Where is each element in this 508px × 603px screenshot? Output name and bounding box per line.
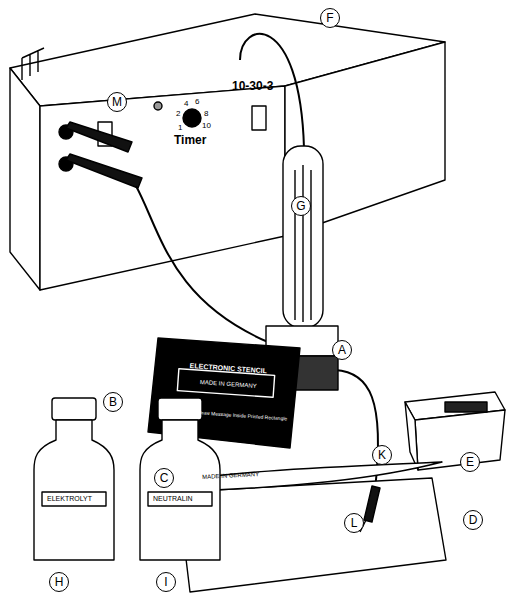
callout-circle: D: [463, 510, 483, 530]
cable: [136, 186, 268, 342]
box-front: [40, 86, 285, 290]
callout-circle: K: [372, 445, 392, 465]
probe-clip: [364, 486, 380, 522]
dial-number: 10: [202, 122, 211, 131]
dial-number: 8: [204, 110, 208, 119]
model-number: 10-30-3: [232, 80, 273, 93]
callout-circle: I: [156, 572, 176, 592]
callout-letter: L: [351, 517, 358, 529]
bottle-label: [148, 492, 212, 506]
box-left: [10, 68, 40, 290]
dial-number: 6: [195, 98, 199, 107]
handle-ribs: [295, 165, 311, 322]
bottle-cap: [52, 398, 96, 420]
dial-number: 4: [184, 100, 188, 109]
bottle: [140, 420, 220, 560]
callout-circle: G: [291, 196, 311, 216]
callout-letter: M: [112, 96, 122, 108]
dial-number: 1: [178, 124, 182, 133]
plug: [66, 154, 142, 188]
callout-letter: E: [466, 456, 474, 468]
switch: [252, 106, 266, 130]
callout-circle: A: [332, 340, 352, 360]
callout-letter: K: [378, 449, 386, 461]
vent-lines: [22, 48, 44, 80]
callout-circle: M: [107, 92, 127, 112]
timer-dial: [183, 109, 201, 127]
dial-number: 2: [176, 110, 180, 119]
callout-circle: B: [103, 392, 123, 412]
handle: [283, 146, 323, 328]
callout-letter: A: [338, 344, 346, 356]
callout-letter: F: [326, 12, 333, 24]
callout-letter: H: [55, 576, 64, 588]
callout-letter: I: [164, 576, 167, 588]
panel-text: Timer: [174, 134, 206, 147]
tray-side: [405, 402, 418, 470]
callout-letter: D: [469, 514, 478, 526]
bottle-label-text: ELEKTROLYT: [47, 495, 92, 503]
callout-circle: C: [154, 468, 174, 488]
callout-circle: H: [49, 572, 69, 592]
callout-letter: B: [109, 396, 117, 408]
plug: [66, 122, 132, 152]
callout-circle: F: [320, 8, 340, 28]
callout-circle: L: [344, 513, 364, 533]
bottle-label: [42, 492, 106, 506]
pad: [445, 402, 487, 412]
callout-circle: E: [460, 452, 480, 472]
callout-letter: G: [296, 200, 305, 212]
box-right: [285, 42, 445, 236]
lamp: [154, 102, 162, 110]
bottle-label-text: NEUTRALIN: [153, 495, 193, 503]
callout-letter: C: [160, 472, 169, 484]
bottle: [34, 420, 114, 560]
